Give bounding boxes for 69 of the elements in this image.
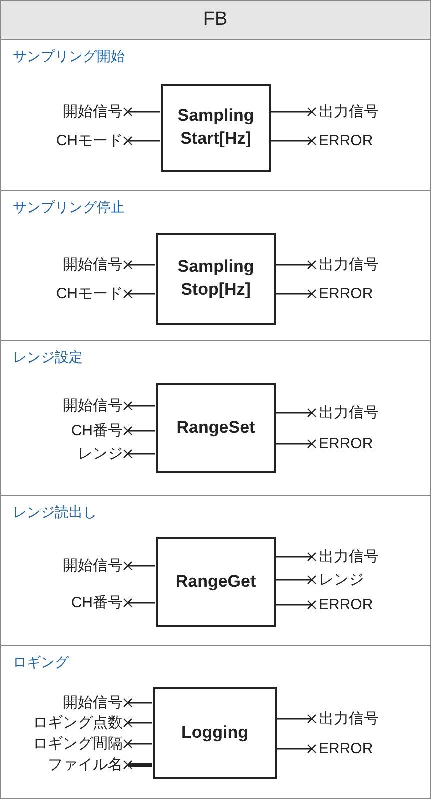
section-panel: [0, 340, 431, 496]
pin-connector: [123, 136, 160, 146]
output-pin-label: 出力信号: [319, 256, 379, 274]
input-pin-label: CH番号: [71, 422, 123, 440]
input-pin-label: 開始信号: [63, 556, 123, 576]
pin-connector: [123, 561, 155, 571]
pin-connector: [123, 718, 152, 728]
pin-connector: [275, 408, 317, 418]
pin-connector: [275, 439, 317, 449]
function-block: [156, 233, 276, 325]
pin-connector: [123, 598, 155, 608]
pin-connector: [123, 760, 152, 770]
input-pin-label: ファイル名: [48, 756, 123, 774]
pin-connector: [276, 744, 317, 754]
input-pin-label: 開始信号: [63, 102, 123, 122]
pin-connector: [270, 107, 317, 117]
pin-connector: [123, 401, 155, 411]
function-block: [161, 84, 271, 172]
input-pin-label: レンジ: [78, 444, 123, 464]
input-pin-label: CHモード: [56, 284, 123, 304]
title: FB: [203, 9, 228, 31]
output-pin-label: レンジ: [319, 570, 364, 590]
output-pin-label: ERROR: [319, 740, 374, 758]
input-pin-label: ロギング間隔: [33, 734, 123, 754]
output-pin-label: ERROR: [319, 132, 374, 150]
output-pin-label: ERROR: [319, 286, 374, 302]
output-pin-label: ERROR: [319, 596, 374, 614]
block-label: Logging: [181, 722, 249, 744]
pin-connector: [270, 136, 317, 146]
output-pin-label: 出力信号: [319, 710, 379, 728]
section-heading: ロギング: [13, 654, 69, 672]
block-label: RangeSet: [176, 416, 256, 439]
function-block: [156, 537, 276, 627]
output-pin-label: 出力信号: [319, 102, 379, 122]
block-label: Sampling Stop[Hz]: [176, 256, 256, 301]
input-pin-label: 開始信号: [63, 256, 123, 274]
section-heading: サンプリング停止: [13, 199, 125, 217]
pin-connector: [275, 552, 317, 562]
pin-connector: [123, 739, 152, 749]
pin-connector: [275, 600, 317, 610]
block-label: Sampling Start[Hz]: [176, 105, 256, 150]
output-pin-label: 出力信号: [319, 404, 379, 422]
section-heading: レンジ読出し: [13, 504, 97, 522]
function-block: [156, 383, 276, 473]
section-panel: [0, 645, 431, 799]
pin-connector: [123, 107, 160, 117]
pin-connector: [123, 289, 155, 299]
section-panel: [0, 190, 431, 341]
input-pin-label: 開始信号: [63, 694, 123, 712]
pin-connector: [123, 698, 152, 708]
section-panel: [0, 495, 431, 646]
section-heading: レンジ設定: [13, 349, 83, 367]
output-pin-label: ERROR: [319, 436, 374, 452]
pin-connector: [123, 260, 155, 270]
pin-connector: [123, 426, 155, 436]
pin-connector: [276, 714, 317, 724]
pin-connector: [275, 575, 317, 585]
pin-connector: [123, 449, 155, 459]
input-pin-label: ロギング点数: [33, 714, 123, 732]
input-pin-label: CHモード: [56, 132, 123, 150]
output-pin-label: 出力信号: [319, 548, 379, 566]
section-heading: サンプリング開始: [13, 48, 125, 66]
pin-connector: [275, 260, 317, 270]
input-pin-label: CH番号: [71, 594, 123, 612]
input-pin-label: 開始信号: [63, 396, 123, 416]
pin-connector: [275, 289, 317, 299]
block-label: RangeGet: [176, 570, 256, 593]
function-block: [153, 687, 277, 779]
section-panel: [0, 39, 431, 191]
